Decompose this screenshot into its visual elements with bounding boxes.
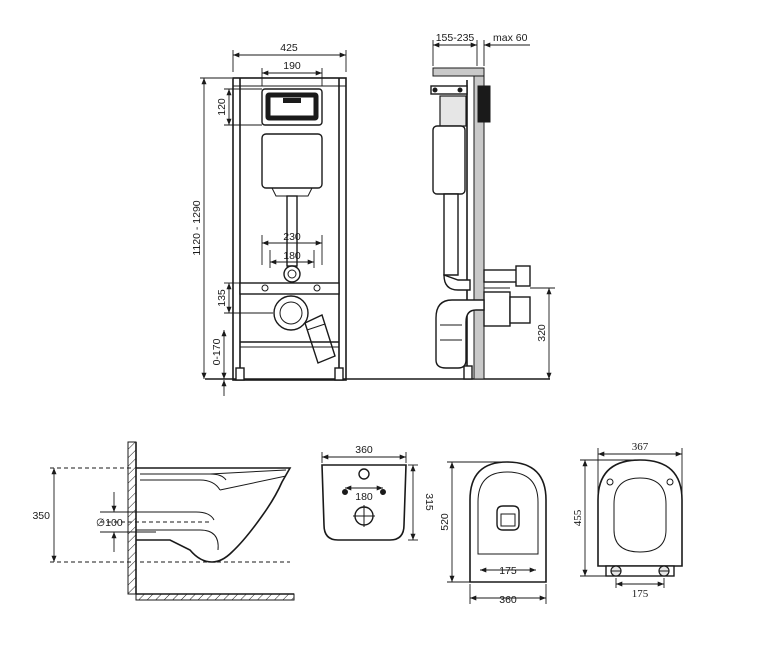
seat-length-label: 455: [572, 509, 584, 526]
bowl-side-section: 350 ∅100: [32, 441, 295, 601]
bowl-back-outline: [321, 464, 407, 541]
cistern: [261, 133, 323, 189]
bowl-top-width-label: 360: [499, 594, 517, 606]
seat-opening: [613, 477, 667, 553]
frame-width-label: 425: [280, 42, 298, 54]
pipe-spacing-outer-label: 230: [283, 231, 301, 243]
outlet-diameter-label: ∅100: [96, 517, 123, 529]
frame-height-label: 1120 - 1290: [191, 200, 203, 255]
leg-adjust-label: 0-170: [211, 338, 223, 365]
outlet-pipe: [273, 295, 309, 331]
frame-side-view: 155-235 max 60 320: [430, 32, 555, 380]
hinge-spacing-label: 175: [632, 588, 649, 600]
side-cistern: [432, 125, 466, 195]
bowl-height-label: 350: [32, 510, 50, 522]
panel-offset-label: 120: [216, 98, 228, 116]
bolt-spacing-label: 180: [355, 491, 373, 503]
pipe-spacing-inner-label: 180: [283, 250, 301, 262]
bowl-back-width-label: 360: [355, 444, 373, 456]
bowl-inner-width-label: 175: [499, 565, 517, 577]
wall-max-label: max 60: [493, 32, 528, 44]
outlet-height-label: 135: [216, 289, 228, 307]
frame-front-view: 425 190 1120 - 1290 120 230 180 135 0-17…: [191, 42, 550, 396]
frame-depth-label: 155-235: [436, 32, 475, 44]
bowl-outline: [136, 467, 292, 563]
seat-outline: [597, 459, 683, 567]
frame-outline: [232, 77, 347, 381]
panel-width-label: 190: [283, 60, 301, 72]
seat-width-label: 367: [632, 441, 649, 453]
bowl-top-view: 175 520 360: [439, 461, 547, 606]
bowl-length-label: 520: [439, 513, 451, 531]
bowl-back-view: 360 180 315: [321, 444, 435, 541]
bowl-back-height-label: 315: [423, 493, 435, 511]
side-outlet-height-label: 320: [536, 324, 548, 342]
seat-view: 367 455 175: [572, 441, 683, 600]
bowl-top-outline: [469, 461, 547, 583]
bowl-wall: [127, 441, 137, 595]
water-inlet: [283, 265, 301, 283]
